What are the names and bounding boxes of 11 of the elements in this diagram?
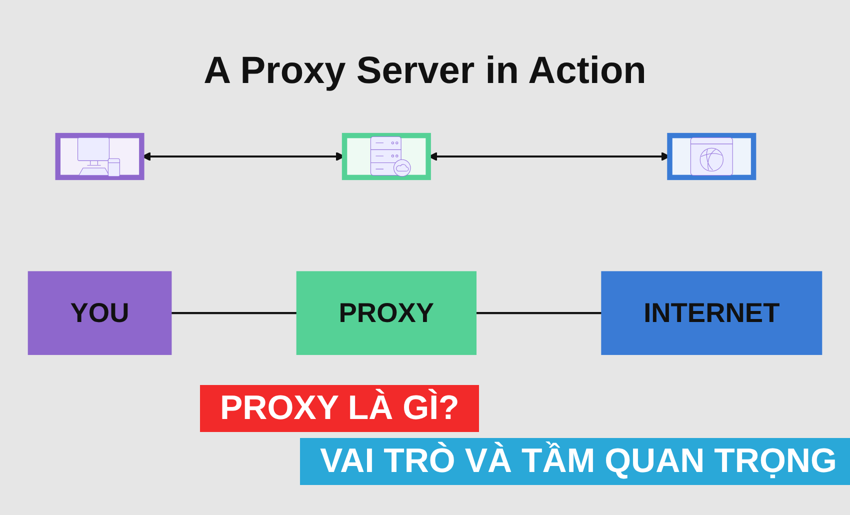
- browser-picture: [667, 132, 756, 180]
- banner-text: PROXY LÀ GÌ?: [200, 385, 480, 432]
- label-box: PROXY: [296, 271, 477, 355]
- diagram-title: A Proxy Server in Action: [202, 50, 648, 93]
- label-box: YOU: [28, 271, 172, 355]
- server-picture: [342, 132, 431, 180]
- label-box: INTERNET: [601, 271, 822, 355]
- connector-line: [476, 312, 602, 314]
- connector-line: [171, 312, 297, 314]
- banner-text: VAI TRÒ VÀ TẦM QUAN TRỌNG: [300, 438, 850, 485]
- computer-picture: [55, 132, 144, 180]
